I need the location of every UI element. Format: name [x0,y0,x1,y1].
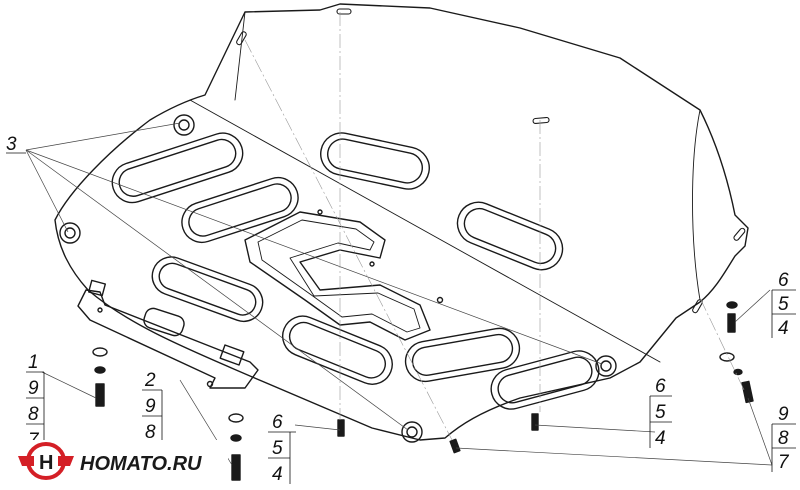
mounting-bosses [59,114,617,443]
mounting-boss [600,360,612,372]
logo-emblem-letter: H [39,452,53,474]
callout-part: 4 [778,318,789,339]
recess-slot [456,201,564,271]
slot [532,116,550,125]
washer [228,413,244,423]
recess-slot [497,356,593,404]
skid-plate-front-fold [234,11,246,101]
bolt-bottom-long [449,438,461,454]
skid-plate-inner-edge [189,99,661,363]
callout-stack-right-center: 6 5 4 [649,376,672,449]
recess-slot [320,132,430,190]
fastener-upper-right [726,301,738,333]
bolt-right-center [531,413,539,431]
washer [230,434,242,442]
callout-part: 7 [778,452,790,473]
mounting-boss [595,355,617,377]
slot [236,31,247,46]
callout-part: 4 [655,428,666,449]
bracket-tab [87,279,107,297]
callout-part: 6 [655,376,666,397]
washer [733,368,743,376]
skid-plate-rear-fold [692,109,701,301]
washer [94,366,106,374]
washer [726,301,738,309]
fastener-center-left [228,413,244,481]
callout-stack-lower-right: 9 8 7 [771,404,796,473]
bolt-bottom-center [337,419,345,437]
recess-slot [327,138,423,184]
callout-part: 8 [778,428,789,449]
slot [733,227,746,241]
callout-part: 6 [272,412,283,433]
mounting-boss [173,114,195,136]
leader-lines [25,122,773,466]
recess-slot [118,138,237,197]
bracket-hole [317,209,323,215]
callout-part: 8 [145,422,156,443]
mounting-boss [401,421,423,443]
mounting-slots [236,8,746,314]
recess-slot [151,256,264,323]
central-serpentine-recess-inner [257,219,421,333]
callout-part: 2 [144,370,156,391]
mounting-boss [59,222,81,244]
slot [336,8,352,15]
fastener-left [92,347,108,407]
logo-emblem-wing-left [18,456,34,466]
bracket-hole [97,307,103,313]
mounting-boss [406,426,418,438]
homato-logo: H HOMATO.RU [18,440,228,482]
recess-slot [188,183,292,237]
bracket-hole [369,261,375,267]
callout-part: 9 [778,404,789,425]
recess-slot [111,132,244,204]
bracket-slot [143,307,185,337]
callout-part: 5 [272,438,283,459]
callout-part: 4 [272,464,283,485]
callout-stack-bottom-center: 6 5 4 [268,412,296,485]
bolt [727,313,736,333]
mounting-boss [64,227,76,239]
washer [92,347,108,357]
recess-slot [181,176,299,244]
logo-emblem-wing-right [58,456,74,466]
bracket-hole [206,380,214,388]
recess-slot [463,207,557,265]
callout-part: 1 [28,352,39,373]
recess-slot [158,262,257,316]
washer [719,352,735,362]
bolt [231,454,241,481]
bolt [95,383,105,407]
recess-slot [288,321,387,379]
recess-slot [404,327,521,383]
recess-slot [490,350,600,410]
callout-part: 9 [145,396,156,417]
fasteners [92,301,754,481]
fastener-lower-right [719,352,754,404]
callout-part: 6 [778,270,789,291]
central-serpentine-recess [244,211,431,341]
callout-part: 9 [28,378,39,399]
callout-part: 5 [778,294,789,315]
bracket-tab [219,344,245,366]
callout-stack-upper-right: 6 5 4 [771,270,796,339]
recess-slot [411,333,514,376]
bolt [741,380,754,404]
front-bracket [77,289,259,389]
callout-stack-left: 1 9 8 7 [26,352,45,451]
skid-plate-outline [54,3,749,441]
mounting-boss [178,119,190,131]
callout-plate: 3 [6,134,17,155]
recess-group [111,132,600,410]
callout-part: 5 [655,402,666,423]
axis-lines [244,12,746,441]
callouts: 3 1 9 8 7 2 9 8 7 6 5 4 [6,134,796,485]
logo-text: HOMATO.RU [80,453,202,475]
bracket-hole [436,296,444,304]
callout-part: 8 [28,404,39,425]
recess-slot [281,315,393,385]
